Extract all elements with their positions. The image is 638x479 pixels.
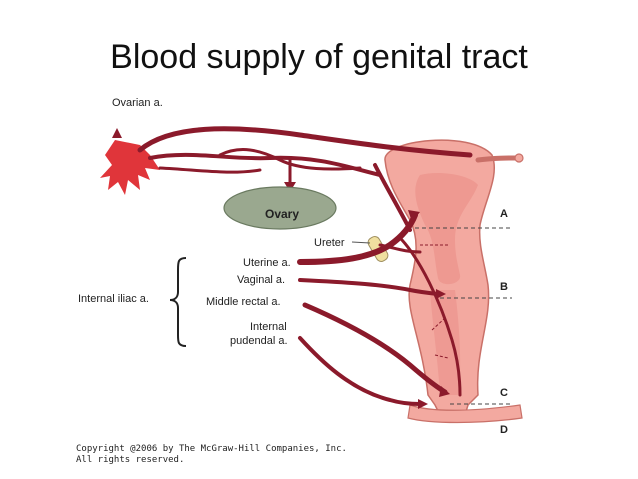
middle-rectal-artery-label: Middle rectal a. — [206, 296, 281, 308]
level-b: B — [500, 281, 508, 293]
ovary-label: Ovary — [265, 207, 299, 221]
artery-arrowheads — [408, 210, 450, 409]
level-c: C — [500, 387, 508, 399]
level-lines — [415, 227, 512, 405]
internal-pudendal-label-line2: pudendal a. — [230, 335, 288, 347]
copyright-notice: Copyright @2006 by The McGraw-Hill Compa… — [76, 444, 347, 466]
level-d: D — [500, 424, 508, 436]
level-a: A — [500, 208, 508, 220]
internal-pudendal-label-line1: Internal — [250, 321, 287, 333]
ureter-label: Ureter — [314, 237, 345, 249]
uterine-artery-label: Uterine a. — [243, 257, 291, 269]
copyright-line-1: Copyright @2006 by The McGraw-Hill Compa… — [76, 444, 347, 454]
internal-iliac-artery-label: Internal iliac a. — [78, 293, 149, 305]
ovary-shape — [223, 186, 337, 230]
internal-iliac-brace — [169, 257, 187, 347]
pelvic-arteries — [297, 212, 462, 406]
internal-dashed-arrows — [420, 244, 449, 359]
ovarian-artery-label: Ovarian a. — [112, 97, 163, 109]
uterus-body — [384, 139, 523, 424]
slide-title: Blood supply of genital tract — [110, 38, 528, 76]
ureter-pointer — [351, 241, 371, 244]
vaginal-artery-label: Vaginal a. — [237, 274, 285, 286]
ovarian-artery — [137, 126, 473, 232]
ovarian-top-arrow — [112, 128, 122, 138]
copyright-line-2: All rights reserved. — [76, 455, 185, 465]
fimbriae — [100, 140, 160, 195]
fallopian-tube — [475, 155, 521, 163]
fallopian-tube-end — [514, 153, 524, 163]
